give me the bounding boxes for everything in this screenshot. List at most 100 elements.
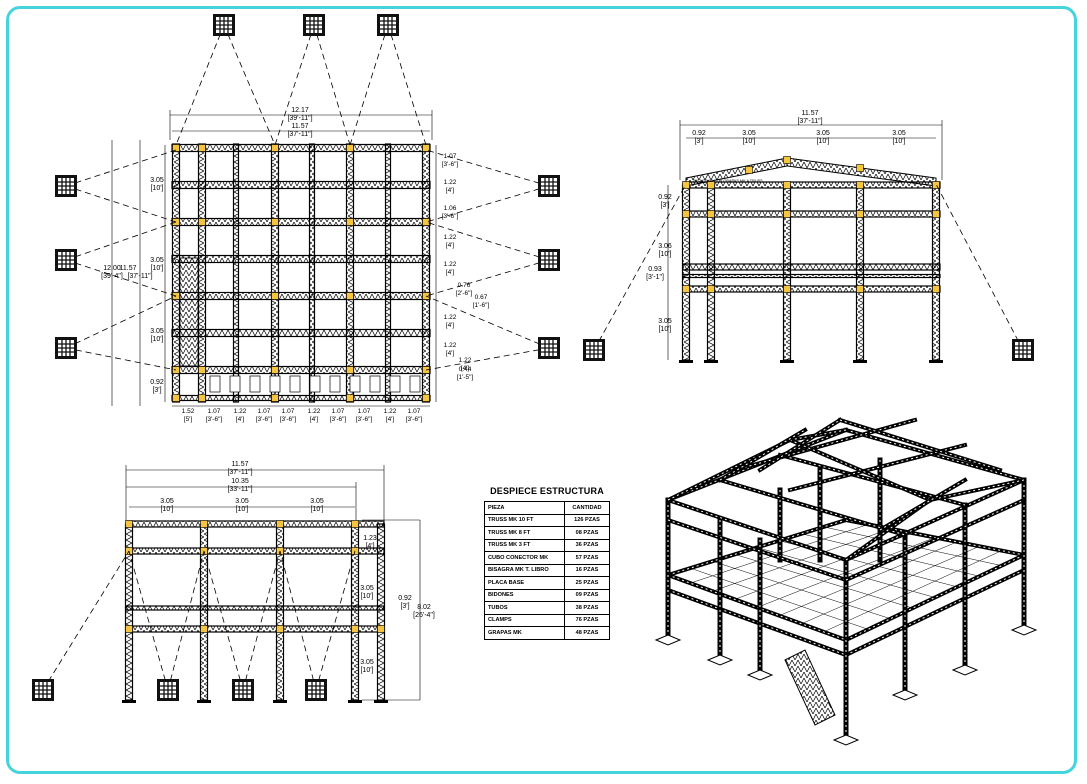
connector-cube <box>198 394 206 402</box>
dimension-label: 11.57 <box>120 265 137 272</box>
dimension-label: [10'] <box>150 336 163 343</box>
detail-grid-icon <box>537 336 561 360</box>
bom-piece: GRAPAS MK <box>484 626 565 640</box>
truss-column <box>308 143 316 403</box>
truss-column <box>171 143 181 403</box>
bom-title: DESPIECE ESTRUCTURA <box>490 486 604 496</box>
iso-floor-grid <box>823 550 1002 633</box>
dimension-label: [10'] <box>816 138 829 145</box>
dimension-label: 1.22 <box>444 179 457 186</box>
connector-cube <box>172 394 180 402</box>
detail-grid-icon <box>304 678 328 702</box>
dimension-label: [37'-11"] <box>227 469 252 476</box>
dimension-label: [3'-6"] <box>442 161 459 168</box>
iso-truss-lacing <box>929 479 1025 501</box>
dimension-label: 3.05 <box>742 130 756 137</box>
dimension-label: 3.06 <box>658 243 672 250</box>
leader-line <box>315 550 356 691</box>
dimension-label: 0.92 <box>692 130 706 137</box>
plan-view <box>171 143 431 403</box>
connector-cube <box>198 218 206 226</box>
iso-truss-lacing <box>667 589 847 656</box>
iso-base-plate <box>1010 624 1038 636</box>
dimension-label: 0.92 <box>658 194 672 201</box>
connector-cube <box>346 394 354 402</box>
dimension-label: 1.22 <box>234 408 247 415</box>
dimension-label: [3'-6"] <box>406 416 423 423</box>
dimension-label: [3'] <box>694 138 703 145</box>
dimension-label: [3'-6"] <box>280 416 297 423</box>
dimension-label: [4'] <box>236 416 245 423</box>
dimension-label: [4'] <box>446 322 455 329</box>
dimension-label: 1.22 <box>444 314 457 321</box>
detail-grid-icon <box>376 13 400 37</box>
leader-line <box>167 550 205 691</box>
truss-segment <box>125 520 385 528</box>
dimension-label: 0.93 <box>648 266 662 273</box>
dimension-label: [4'] <box>446 187 455 194</box>
leader-line <box>223 24 276 146</box>
leader-line <box>203 550 244 691</box>
leader-line <box>65 295 177 349</box>
iso-truss-lacing <box>789 439 931 501</box>
truss-column <box>232 143 240 403</box>
iso-floor-grid <box>779 541 958 616</box>
dimension-label: 1.07 <box>408 408 421 415</box>
iso-truss-lacing <box>879 479 966 531</box>
iso-truss-lacing <box>779 454 966 506</box>
connector-cube <box>932 181 940 189</box>
dimension-label: [3'-6"] <box>442 213 459 220</box>
base-plate <box>369 375 381 393</box>
isometric-view <box>654 417 1038 746</box>
dimension-label: 3.05 <box>892 130 906 137</box>
dimension-label: 3.05 <box>150 257 164 264</box>
base-plate <box>289 375 301 393</box>
bom-qty: 25 PZAS <box>564 576 610 590</box>
connector-cube <box>745 166 753 174</box>
base-plate <box>209 375 221 393</box>
bom-piece: TRUSS MK 10 FT <box>484 513 565 527</box>
bom-piece: BIDONES <box>484 588 565 602</box>
iso-floor-grid <box>801 533 980 577</box>
dimension-label: [5'] <box>184 416 193 423</box>
iso-truss <box>843 477 1027 563</box>
truss-column <box>421 143 431 403</box>
bom-qty: 126 PZAS <box>564 513 610 527</box>
dimension-label: 11.57 <box>802 110 819 117</box>
leader-line <box>425 221 550 261</box>
iso-base-plate <box>832 734 860 746</box>
detail-grid-icon <box>54 336 78 360</box>
dimension-label: [10'] <box>360 593 373 600</box>
bom-header-piece: PIEZA <box>484 501 565 515</box>
truss-segment <box>125 625 385 633</box>
truss-segment <box>171 143 431 153</box>
bom-qty: 08 PZAS <box>564 526 610 540</box>
truss-column <box>345 143 355 403</box>
dimension-label: 3.05 <box>235 498 249 505</box>
iso-truss-lacing <box>845 429 1025 481</box>
truss-segment <box>682 273 941 279</box>
detail-grid-icon <box>231 678 255 702</box>
iso-truss <box>837 417 1003 473</box>
dimension-label: [3'-6"] <box>206 416 223 423</box>
leader-line <box>935 183 1024 351</box>
iso-truss-lacing <box>719 429 806 481</box>
connector-cube <box>271 292 279 300</box>
connector-cube <box>200 625 208 633</box>
dimension-label: [10'] <box>742 138 755 145</box>
dimension-label: 3.05 <box>160 498 174 505</box>
dimension-label: [3'-6"] <box>330 416 347 423</box>
bom-qty: 36 PZAS <box>564 538 610 552</box>
detail-grid-icon <box>156 678 180 702</box>
leader-line <box>425 347 550 371</box>
base-plate <box>229 375 241 393</box>
dimension-label: 3.05 <box>658 318 672 325</box>
connector-cube <box>707 181 715 189</box>
bom-piece: CUBO CONECTOR MK <box>484 551 565 565</box>
iso-base-plate <box>951 664 979 676</box>
truss-column <box>270 143 280 403</box>
truss-segment <box>171 291 431 301</box>
